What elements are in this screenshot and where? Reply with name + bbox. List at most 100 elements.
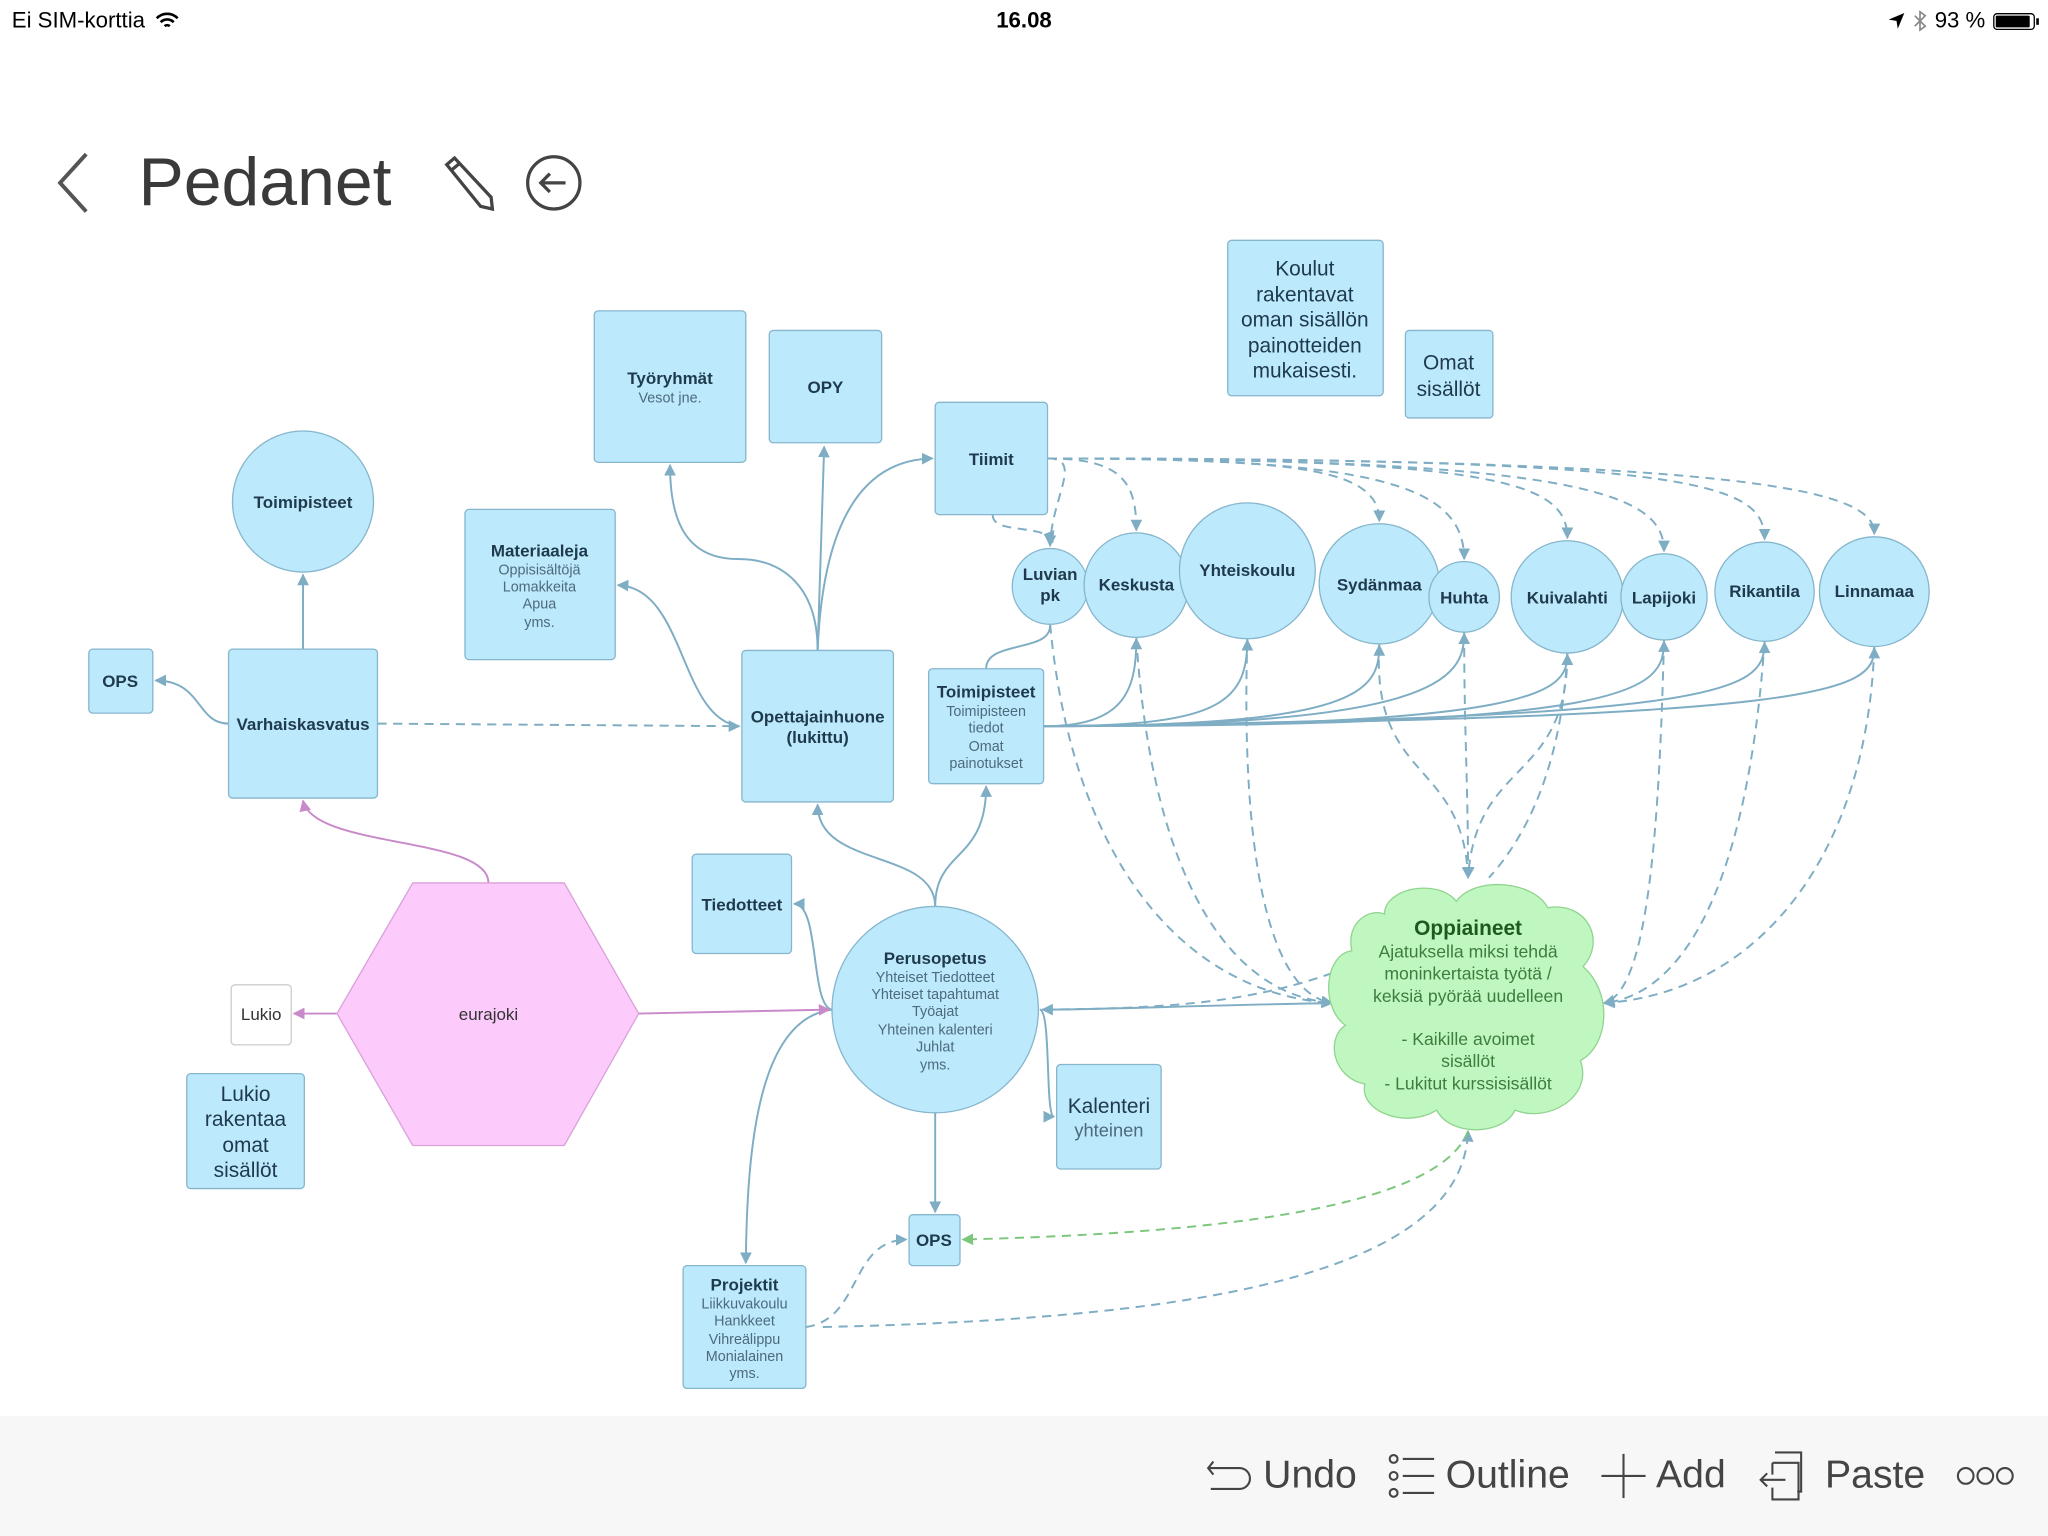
outline-button[interactable]: Outline — [1388, 1454, 1570, 1498]
node-omat-sisallot[interactable]: Omat sisällöt — [1404, 329, 1494, 419]
node-subtitle: Toimipisteen — [946, 704, 1026, 720]
node-title: Kuivalahti — [1527, 588, 1608, 607]
node-line: Omat — [1423, 352, 1474, 375]
node-subtitle: Vihreälippu — [709, 1332, 781, 1348]
node-line: painotteiden — [1248, 335, 1362, 358]
node-subtitle: yhteinen — [1074, 1119, 1143, 1140]
node-title: pk — [1040, 586, 1060, 605]
node-opy[interactable]: OPY — [768, 329, 883, 444]
node-lukio-rakentaa[interactable]: Lukio rakentaa omat sisällöt — [186, 1072, 305, 1190]
node-title: Yhteiskoulu — [1199, 561, 1295, 580]
node-tyoryhmat[interactable]: Työryhmät Vesot jne. — [593, 310, 747, 464]
paste-icon — [1759, 1451, 1803, 1501]
node-line: sisällöt — [1417, 378, 1481, 401]
node-subtitle: Omat — [969, 739, 1004, 755]
node-subtitle: Oppisisältöjä — [498, 563, 580, 579]
node-title: OPY — [808, 378, 845, 397]
page-title: Pedanet — [138, 144, 392, 221]
node-lukio[interactable]: Lukio — [230, 984, 292, 1046]
node-line: oman sisällön — [1241, 309, 1369, 332]
node-line: Koulut — [1275, 258, 1334, 281]
node-materiaaleja[interactable]: Materiaaleja Oppisisältöjä Lomakkeita Ap… — [464, 508, 616, 661]
school-sydanmaa[interactable]: Sydänmaa — [1318, 523, 1440, 645]
outline-label: Outline — [1445, 1453, 1570, 1497]
node-perusopetus[interactable]: Perusopetus Yhteiset Tiedotteet Yhteiset… — [831, 905, 1040, 1114]
node-toimipisteet-box[interactable]: Toimipisteet Toimipisteen tiedot Omat pa… — [927, 668, 1045, 785]
node-title: Perusopetus — [884, 949, 987, 968]
school-huhta[interactable]: Huhta — [1428, 560, 1501, 633]
node-line: rakentaa — [205, 1108, 287, 1131]
node-title: Materiaaleja — [491, 541, 589, 560]
node-subtitle: Työajat — [912, 1004, 958, 1020]
node-tiedotteet[interactable]: Tiedotteet — [691, 853, 793, 955]
node-title: Kalenteri — [1068, 1095, 1150, 1118]
pencil-icon[interactable] — [439, 154, 496, 212]
node-subtitle: Hankkeet — [714, 1314, 775, 1330]
node-subtitle: painotukset — [949, 756, 1022, 772]
add-label: Add — [1656, 1453, 1726, 1497]
node-title: Toimipisteet — [254, 493, 353, 512]
node-eurajoki[interactable]: eurajoki — [336, 882, 640, 1147]
node-tiimit[interactable]: Tiimit — [934, 401, 1049, 516]
add-button[interactable]: Add — [1601, 1453, 1726, 1499]
node-subtitle: Liikkuvakoulu — [701, 1297, 787, 1313]
node-ops-left[interactable]: OPS — [88, 648, 154, 714]
node-toimipisteet-circle[interactable]: Toimipisteet — [231, 430, 375, 573]
battery-percent: 93 % — [1934, 7, 1986, 33]
battery-icon — [1993, 12, 2039, 30]
node-line: sisällöt — [214, 1159, 278, 1182]
node-line: - Kaikille avoimet — [1401, 1029, 1534, 1049]
school-lapijoki[interactable]: Lapijoki — [1620, 553, 1708, 641]
paste-button[interactable]: Paste — [1757, 1451, 1925, 1501]
node-line: moninkertaista työtä / — [1384, 964, 1552, 984]
undo-button[interactable]: Undo — [1206, 1454, 1357, 1498]
node-subtitle: yms. — [920, 1058, 950, 1074]
node-oppiaineet-cloud[interactable]: Oppiaineet Ajatuksella miksi tehdä monin… — [1328, 883, 1605, 1131]
node-kalenteri[interactable]: Kalenteri yhteinen — [1055, 1063, 1162, 1170]
node-title: eurajoki — [459, 1005, 518, 1024]
school-kuivalahti[interactable]: Kuivalahti — [1510, 540, 1625, 654]
node-line: Ajatuksella miksi tehdä — [1378, 941, 1557, 961]
bluetooth-icon — [1914, 10, 1927, 32]
location-icon — [1888, 13, 1905, 29]
node-title: Linnamaa — [1835, 582, 1915, 601]
node-line: Lukio — [221, 1083, 271, 1106]
node-title: Rikantila — [1729, 582, 1800, 601]
more-icon — [1956, 1467, 2014, 1485]
node-line: mukaisesti. — [1253, 359, 1357, 382]
node-koulut[interactable]: Koulut rakentavat oman sisällön painotte… — [1227, 239, 1384, 397]
node-subtitle: Yhteiset tapahtumat — [871, 987, 999, 1003]
node-line: keksiä pyörää uudelleen — [1373, 986, 1563, 1006]
node-line: omat — [222, 1134, 269, 1157]
school-yhteiskoulu[interactable]: Yhteiskoulu — [1178, 502, 1316, 640]
node-opettajainhuone[interactable]: Opettajainhuone (lukittu) — [741, 649, 895, 803]
node-subtitle: Yhteinen kalenteri — [878, 1022, 993, 1038]
school-rikantila[interactable]: Rikantila — [1714, 541, 1815, 642]
node-line: - Lukitut kurssisisällöt — [1384, 1073, 1552, 1093]
back-chevron-icon[interactable] — [52, 150, 91, 215]
school-luvian-pk[interactable]: Luvian pk — [1011, 547, 1089, 625]
school-linnamaa[interactable]: Linnamaa — [1818, 536, 1930, 648]
node-subtitle: Apua — [523, 597, 557, 613]
outline-list-icon — [1388, 1453, 1434, 1498]
node-title: Oppiaineet — [1414, 917, 1522, 940]
node-title: Luvian — [1023, 565, 1078, 584]
node-subtitle: Vesot jne. — [639, 390, 702, 406]
node-varhaiskasvatus[interactable]: Varhaiskasvatus — [227, 648, 379, 799]
node-title: Opettajainhuone — [751, 707, 885, 726]
paste-label: Paste — [1825, 1453, 1926, 1497]
bottom-toolbar: Undo Outline Add Paste — [0, 1415, 2048, 1536]
wifi-icon — [155, 12, 179, 28]
node-ops-bottom[interactable]: OPS — [908, 1214, 961, 1267]
node-title: Lukio — [241, 1005, 282, 1024]
more-button[interactable] — [1956, 1465, 2014, 1486]
node-title: OPS — [916, 1231, 952, 1250]
node-projektit[interactable]: Projektit Liikkuvakoulu Hankkeet Vihreäl… — [682, 1264, 807, 1390]
school-keskusta[interactable]: Keskusta — [1083, 532, 1190, 639]
node-line: rakentavat — [1256, 284, 1354, 307]
circle-back-arrow-icon[interactable] — [525, 154, 582, 211]
carrier-label: Ei SIM-korttia — [11, 7, 146, 33]
header: Pedanet — [52, 131, 582, 235]
